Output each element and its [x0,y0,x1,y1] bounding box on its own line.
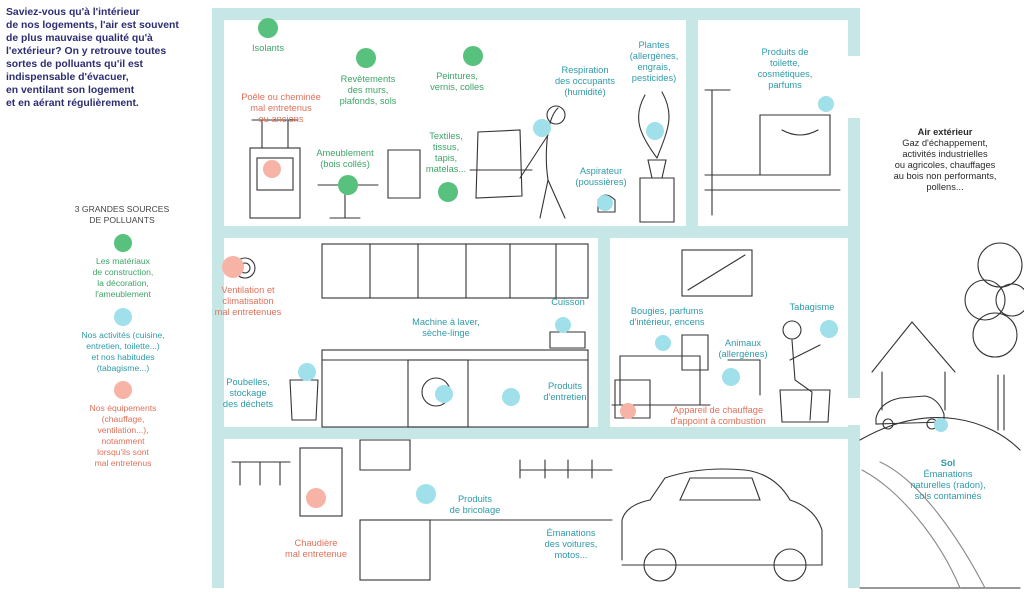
chaudiere-dot-icon [306,488,326,508]
label-peintures: Peintures, vernis, colles [430,71,484,92]
isolants-dot-icon [258,18,278,38]
bricolage-dot-icon [416,484,436,504]
legend-activities: Nos activités (cuisine, entretien, toile… [81,330,165,373]
plantes-dot-icon [646,122,664,140]
respiration-dot-icon [533,119,551,137]
cuisson-dot-icon [555,317,571,333]
label-isolants: Isolants [251,43,285,53]
legend-materials: Les matériaux de construction, la décora… [92,256,154,299]
label-appareil-appoint: Appareil de chauffage d'appoint à combus… [670,405,766,426]
label-machine: Machine à laver, sèche-linge [412,317,480,338]
aspirateur-dot-icon [597,195,613,211]
bougies-dot-icon [655,335,671,351]
label-air-exterieur-body: Gaz d'échappement, activités industriell… [893,138,997,192]
label-respiration: Respiration des occupants (humidité) [555,65,615,97]
legend-equipment: Nos équipements (chauffage, ventilation.… [89,403,157,468]
label-ameublement: Ameublement (bois collés) [316,148,374,169]
poubelles-dot-icon [298,363,316,381]
label-poubelles: Poubelles, stockage des déchets [222,377,274,409]
label-aspirateur: Aspirateur (poussières) [575,166,627,187]
label-bricolage: Produits de bricolage [449,494,501,515]
legend-title: 3 GRANDES SOURCES DE POLLUANTS [74,204,170,225]
label-plantes: Plantes (allergènes, engrais, pesticides… [629,40,679,83]
peintures-dot-icon [463,46,483,66]
appareil-dot-icon [620,403,636,419]
animaux-dot-icon [722,368,740,386]
intro-paragraph: Saviez-vous qu'à l'intérieur de nos loge… [6,7,179,109]
label-chaudiere: Chaudière mal entretenue [284,538,348,559]
ameublement-dot-icon [338,175,358,195]
label-bougies: Bougies, parfums d'intérieur, encens [629,306,705,327]
revetements-dot-icon [356,48,376,68]
label-poele: Poêle ou cheminée mal entretenus ou anci… [241,92,321,124]
label-sol-body: Émanations naturelles (radon), sols cont… [910,469,986,501]
label-textiles: Textiles, tissus, tapis, matelas... [425,131,467,174]
house-walls [212,8,860,588]
label-animaux: Animaux (allergènes) [718,338,768,359]
label-tabagisme: Tabagisme [789,302,835,312]
tabagisme-dot-icon [820,320,838,338]
activities-dot-icon [114,308,132,326]
label-cuisson: Cuisson [551,297,585,307]
machine-dot-icon [435,385,453,403]
label-produits-toilette: Produits de toilette, cosmétiques, parfu… [757,47,813,90]
label-sol-title: Sol [940,458,956,468]
label-voitures: Émanations des voitures, motos... [544,528,598,560]
label-produits-entretien: Produits d'entretien [543,381,587,402]
label-revetements: Revêtements des murs, plafonds, sols [339,74,397,106]
label-ventilation: Ventilation et climatisation mal entrete… [214,285,282,317]
materials-dot-icon [114,234,132,252]
entretien-dot-icon [502,388,520,406]
textiles-dot-icon [438,182,458,202]
poele-dot-icon [263,160,281,178]
toilette-dot-icon [818,96,834,112]
ventilation-dot-icon [222,256,244,278]
label-air-exterieur-title: Air extérieur [917,127,973,137]
equipment-dot-icon [114,381,132,399]
air-ext-dot-icon [934,418,948,432]
